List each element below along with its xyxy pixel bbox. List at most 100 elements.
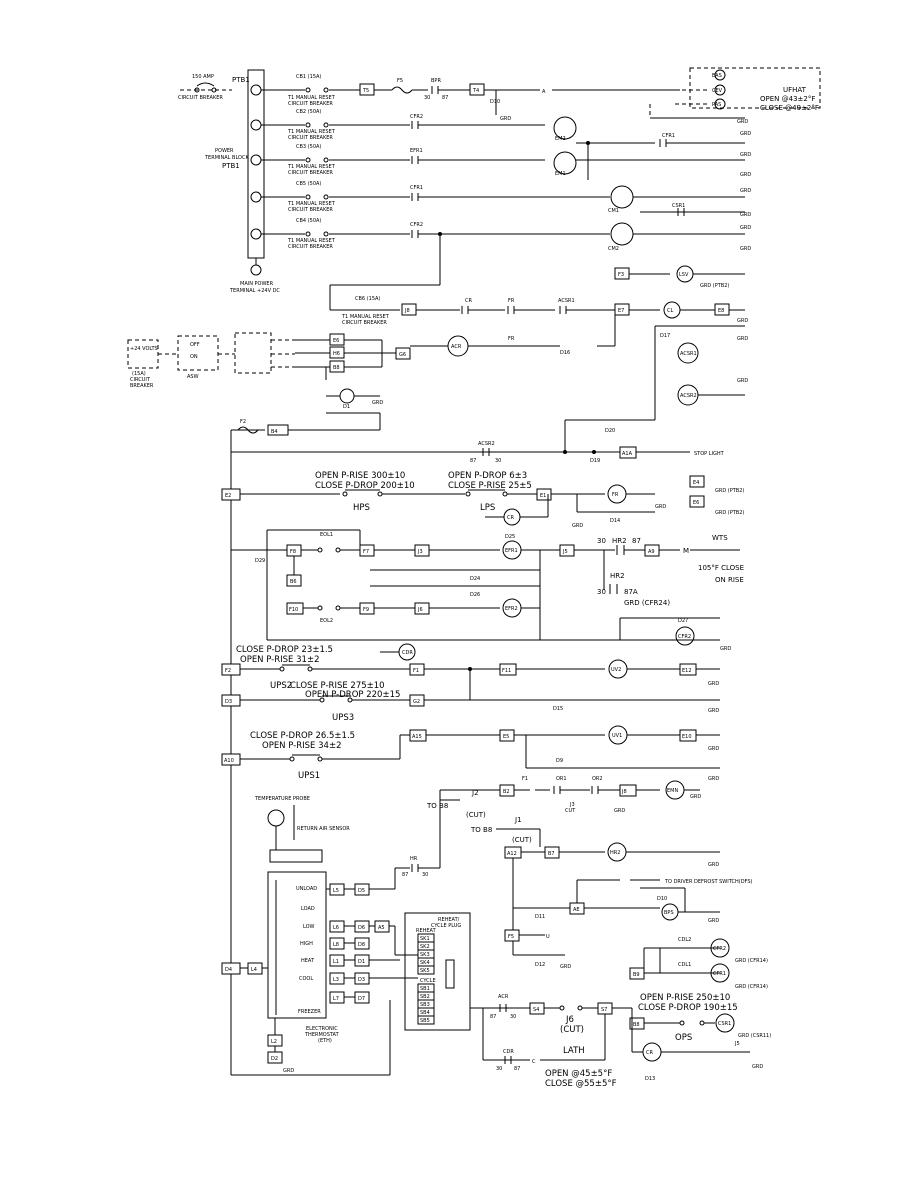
ups3-l2: OPEN P-DROP 220±15 [305,690,400,700]
eth-row-cool: COOL [299,976,313,982]
svg-text:F1: F1 [413,668,419,674]
svg-text:CM2: CM2 [608,246,619,252]
svg-text:GRD: GRD [740,131,751,137]
svg-text:T5: T5 [362,88,369,94]
j2-sub: (CUT) [466,811,486,819]
svg-text:F9: F9 [363,607,369,613]
svg-text:J8: J8 [621,789,627,795]
svg-text:30: 30 [422,872,428,878]
ops-l1: OPEN P-RISE 250±10 [640,993,730,1003]
left-box-l3: BREAKER [130,383,154,389]
cb1-name: CB1 (15A) [296,74,321,80]
sensor-block: TEMPERATURE PROBE RETURN AIR SENSOR [254,796,350,863]
svg-text:GRD: GRD [708,708,719,714]
svg-text:L8: L8 [333,942,339,948]
svg-text:SK4: SK4 [420,960,430,966]
reheat-cycle-plug: REHEAT/ CYCLE PLUG REHEAT SK1 SK2 SK3 SK… [369,912,471,1031]
svg-text:D2: D2 [271,1056,278,1062]
svg-text:SB1: SB1 [420,986,430,992]
svg-text:87: 87 [490,1014,496,1020]
svg-text:CFR2: CFR2 [410,114,423,120]
lps-close: CLOSE P-RISE 25±5 [448,481,532,491]
svg-text:D13: D13 [645,1076,655,1082]
ups3-l1: CLOSE P-RISE 275±10 [290,681,385,691]
svg-text:J8: J8 [404,308,410,314]
svg-text:D1: D1 [358,959,365,965]
svg-text:GRD (PTB2): GRD (PTB2) [715,510,744,516]
svg-text:E6: E6 [333,338,339,344]
svg-text:D10: D10 [657,896,667,902]
svg-text:SK1: SK1 [420,936,430,942]
cb5-name: CB5 (50A) [296,181,321,187]
svg-text:BPS: BPS [664,910,674,916]
j6-name: J6 [565,1015,574,1025]
svg-text:S7: S7 [601,1007,607,1013]
wts-l1: 105°F CLOSE [698,564,744,572]
sensor-return: RETURN AIR SENSOR [297,826,350,832]
cb3-l2: CIRCUIT BREAKER [288,170,333,176]
svg-text:CFR1: CFR1 [662,133,675,139]
svg-text:LSV: LSV [679,272,689,278]
j1-name: J1 [514,816,522,824]
svg-text:D15: D15 [553,706,563,712]
svg-text:30: 30 [597,537,606,545]
svg-text:E5: E5 [503,734,509,740]
eth-row-low: LOW [303,924,315,930]
ups2-l1: CLOSE P-DROP 23±1.5 [236,645,333,655]
svg-text:CUT: CUT [565,808,576,814]
svg-text:30: 30 [496,1066,502,1072]
svg-text:B8: B8 [333,365,340,371]
svg-text:GRD: GRD [737,318,748,324]
ups1-l1: CLOSE P-DROP 26.5±1.5 [250,731,355,741]
svg-text:87A: 87A [624,588,638,596]
svg-text:CR: CR [507,515,514,521]
svg-text:GRD: GRD [500,116,511,122]
asw-label: ASW [187,374,199,380]
svg-text:U: U [546,934,550,940]
svg-text:J5: J5 [734,1041,740,1047]
svg-text:CFR2: CFR2 [410,222,423,228]
cb5-l1: T1 MANUAL RESET [287,201,336,207]
svg-text:D8: D8 [358,942,365,948]
svg-text:D20: D20 [605,428,615,434]
svg-text:87: 87 [632,537,641,545]
lath-name: LATH [563,1046,585,1056]
svg-text:F1: F1 [522,776,528,782]
svg-text:ACSR2: ACSR2 [680,393,697,399]
j6-sub: (CUT) [560,1025,584,1035]
svg-text:CEV: CEV [712,88,723,94]
svg-text:F11: F11 [502,668,511,674]
svg-text:GRD: GRD [740,246,751,252]
main-power-l2: TERMINAL +24V DC [229,288,280,294]
svg-text:AE: AE [573,907,580,913]
svg-text:GRD: GRD [720,646,731,652]
svg-text:CDL1: CDL1 [678,962,691,968]
grd-cfr24: GRD (CFR24) [624,599,670,607]
svg-text:30: 30 [510,1014,516,1020]
svg-text:EFR2: EFR2 [505,606,518,612]
eth-row-unload: UNLOAD [296,886,317,892]
cb6-section: CB6 (15A) T1 MANUAL RESET CIRCUIT BREAKE… [127,265,748,452]
svg-text:A1A: A1A [622,451,633,457]
svg-text:GRD: GRD [372,400,383,406]
svg-text:L1: L1 [333,959,339,965]
svg-text:GRD (PTB2): GRD (PTB2) [715,488,744,494]
svg-text:E6: E6 [693,500,699,506]
ufhat-open: OPEN @43±2°F [760,95,815,103]
svg-text:OR1: OR1 [556,776,567,782]
term-d3: D3 [225,699,232,705]
svg-text:D17: D17 [660,333,670,339]
svg-text:ACR: ACR [451,344,462,350]
ptb1-full-1: POWER [215,148,234,154]
svg-text:GRD: GRD [737,378,748,384]
svg-text:87: 87 [514,1066,520,1072]
svg-text:EAS: EAS [712,73,722,79]
svg-text:GRD: GRD [283,1068,294,1074]
svg-text:L2: L2 [271,1039,277,1045]
svg-text:CDL2: CDL2 [678,937,691,943]
hr2-label-bottom: HR2 [610,572,625,580]
svg-text:E1: E1 [540,493,546,499]
svg-text:GRD (CFR14): GRD (CFR14) [735,984,768,990]
svg-text:J5: J5 [562,549,568,555]
svg-text:L5: L5 [333,888,339,894]
